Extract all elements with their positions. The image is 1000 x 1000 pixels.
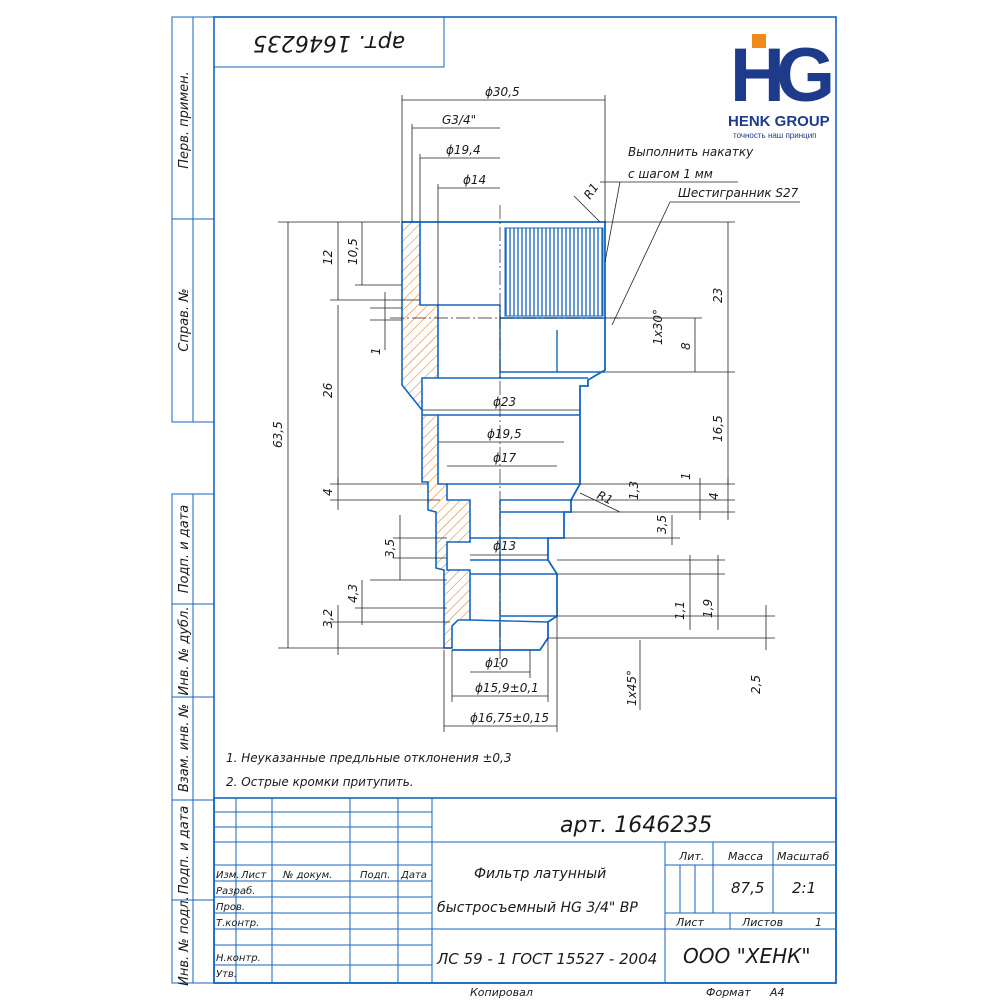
dim-d13: ϕ13	[493, 539, 516, 553]
logo-name: HENK GROUP	[728, 113, 830, 130]
dim-h1-1: 1,1	[673, 601, 687, 620]
format-label: Формат	[706, 986, 751, 999]
dim-h2-5: 2,5	[749, 675, 763, 694]
role-razrab: Разраб.	[216, 885, 255, 897]
dim-h4-right: 4	[707, 492, 721, 500]
header-data: Дата	[400, 870, 427, 881]
dim-d10: ϕ10	[485, 656, 509, 670]
dim-g34: G3/4"	[442, 113, 476, 127]
role-prov: Пров.	[216, 902, 245, 913]
knurl-area	[504, 227, 604, 317]
dim-d15-9: ϕ15,9±0,1	[475, 681, 539, 695]
dimension-lines	[278, 95, 800, 732]
dim-h3-5-left: 3,5	[383, 539, 397, 558]
dim-d30-5: ϕ30,5	[485, 85, 520, 99]
side-label-sprav: Справ. №	[177, 288, 192, 351]
dim-h1: 1	[369, 347, 383, 355]
header-listov: Листов	[741, 916, 783, 929]
note-2: 2. Острые кромки притупить.	[226, 775, 414, 789]
dim-c1x45: 1х45°	[625, 670, 639, 706]
dim-h4-3: 4,3	[346, 584, 360, 603]
dim-h16-5: 16,5	[711, 415, 725, 442]
dim-h1-9: 1,9	[701, 599, 715, 618]
role-utv: Утв.	[216, 969, 237, 980]
dim-d14: ϕ14	[463, 173, 486, 187]
side-label-podp-data-2: Подп. и дата	[177, 806, 192, 895]
henk-group-logo: H G HENK GROUP точность наш принцип	[728, 33, 835, 140]
callout-hex: Шестигранник S27	[678, 186, 799, 200]
title-company: ООО "ХЕНК"	[683, 944, 811, 968]
dim-h1-3: 1,3	[627, 481, 641, 500]
title-material: ЛС 59 - 1 ГОСТ 15527 - 2004	[436, 950, 657, 968]
dim-h1-right: 1	[679, 472, 693, 480]
technical-notes: 1. Неуказанные предльные отклонения ±0,3…	[226, 751, 512, 789]
dim-h3-2: 3,2	[321, 609, 335, 628]
dim-c1x30: 1х30°	[651, 309, 665, 345]
header-dokum: № докум.	[282, 870, 332, 881]
format-value: А4	[769, 986, 785, 999]
side-label-podp-data-1: Подп. и дата	[177, 505, 192, 594]
dim-h26: 26	[321, 382, 335, 398]
title-block: арт. 1646235 Фильтр латунный быстросъемн…	[213, 797, 837, 999]
header-massa: Масса	[728, 850, 763, 863]
callout-knurl-line2: с шагом 1 мм	[628, 167, 713, 181]
header-podp: Подп.	[360, 870, 390, 881]
side-label-inv-dubl: Инв. № дубл.	[177, 607, 192, 696]
logo-accent	[752, 34, 766, 48]
callouts: Выполнить накатку с шагом 1 мм Шестигран…	[628, 145, 799, 200]
massa-value: 87,5	[731, 879, 764, 897]
dim-h23: 23	[711, 288, 725, 303]
dim-h10-5: 10,5	[346, 238, 360, 265]
logo-tagline: точность наш принцип	[733, 131, 817, 140]
title-name-line1: Фильтр латунный	[474, 866, 606, 882]
dim-h12: 12	[321, 250, 335, 265]
dim-d17: ϕ17	[493, 451, 517, 465]
part-drawing	[390, 205, 620, 670]
dim-r1-top: R1	[581, 181, 602, 202]
header-lit: Лит.	[678, 850, 704, 863]
dim-h8: 8	[679, 342, 693, 350]
callout-knurl-line1: Выполнить накатку	[628, 145, 754, 159]
title-name-line2: быстросъемный HG 3/4" ВР	[437, 900, 638, 916]
role-tkontr: Т.контр.	[216, 918, 259, 929]
header-izm: Изм.	[216, 870, 240, 881]
top-article-stamp: арт. 1646235	[253, 30, 405, 55]
kopiroval: Копировал	[470, 986, 533, 999]
header-list-col: Лист	[240, 870, 268, 881]
dim-d16-75: ϕ16,75±0,15	[470, 711, 549, 725]
side-label-perv-primen: Перв. примен.	[177, 71, 192, 169]
dim-h4-left: 4	[321, 488, 335, 496]
masshtab-value: 2:1	[792, 879, 816, 897]
dim-d19-4: ϕ19,4	[446, 143, 481, 157]
dim-r1-mid: R1	[595, 488, 615, 507]
side-label-vzam-inv: Взам. инв. №	[177, 704, 192, 792]
dim-d19-5: ϕ19,5	[487, 427, 522, 441]
header-list: Лист	[675, 916, 704, 929]
side-labels: Перв. примен. Справ. № Подп. и дата Инв.…	[177, 71, 192, 986]
dim-h63-5: 63,5	[271, 421, 285, 448]
role-nkontr: Н.контр.	[216, 953, 261, 964]
section-hatch	[401, 221, 471, 649]
side-label-inv-podl: Инв. № подл.	[177, 896, 192, 986]
note-1: 1. Неуказанные предльные отклонения ±0,3	[226, 751, 512, 765]
dim-h3-5-right: 3,5	[655, 515, 669, 534]
title-article: арт. 1646235	[560, 813, 712, 838]
listov-value: 1	[815, 916, 822, 929]
logo-letter-g: G	[776, 33, 835, 118]
dim-d23: ϕ23	[493, 395, 516, 409]
dimension-labels: ϕ30,5 G3/4" ϕ19,4 ϕ14 R1 12 10,5 1 26 4 …	[271, 85, 763, 725]
header-masshtab: Масштаб	[777, 850, 829, 863]
